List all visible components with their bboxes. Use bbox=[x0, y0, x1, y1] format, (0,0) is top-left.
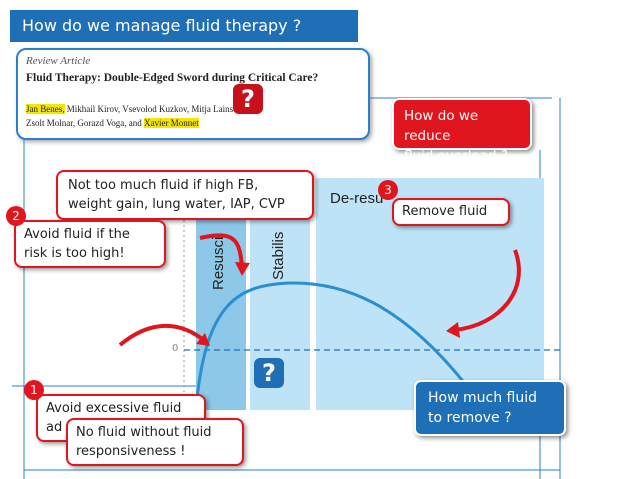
fluid-balance-callout: Not too much fluid if high FB, weight ga… bbox=[56, 170, 314, 220]
step1-line1: Avoid excessive fluid bbox=[46, 401, 182, 416]
arrow-into-stabilisation bbox=[199, 233, 244, 269]
step2-line2: risk is too high! bbox=[24, 246, 125, 261]
review-article-heading: Fluid Therapy: Double-Edged Sword during… bbox=[26, 72, 319, 84]
arrow-head bbox=[446, 322, 460, 338]
step3-remove-fluid-callout: Remove fluid bbox=[392, 198, 510, 226]
how-much-remove-box: How much fluid to remove ? bbox=[414, 380, 566, 436]
step1-number-badge: 1 bbox=[24, 380, 44, 400]
step2-line1: Avoid fluid if the bbox=[24, 227, 130, 242]
phase-label-resuscitation: Resusci bbox=[210, 236, 227, 290]
review-article-label: Review Article bbox=[26, 55, 91, 67]
author-highlight: Jan Benes, bbox=[26, 104, 65, 114]
remove-box-line1: How much fluid bbox=[428, 390, 537, 406]
no-fluid-line1: No fluid without fluid bbox=[76, 425, 212, 440]
author-plain: Mikhail Kirov, Vsevolod Kuzkov, Mitja La… bbox=[64, 104, 248, 114]
step3-number-badge: 3 bbox=[378, 180, 398, 200]
review-article-authors: Jan Benes, Mikhail Kirov, Vsevolod Kuzko… bbox=[26, 102, 356, 130]
remove-box-line2: to remove ? bbox=[428, 410, 512, 426]
step1-line2: ad bbox=[46, 420, 63, 435]
arrow-to-deresuscitation bbox=[454, 249, 521, 332]
fb-callout-line1: Not too much fluid if high FB, bbox=[68, 178, 259, 193]
arrow-into-resuscitation bbox=[118, 323, 208, 347]
no-fluid-line2: responsiveness ! bbox=[76, 444, 186, 459]
phase-label-stabilisation: Stabilis bbox=[270, 231, 287, 280]
arrow-head bbox=[235, 262, 250, 276]
review-article-card: Review Article Fluid Therapy: Double-Edg… bbox=[16, 48, 370, 140]
step2-callout: Avoid fluid if the risk is too high! bbox=[14, 220, 166, 268]
fb-callout-line2: weight gain, lung water, IAP, CVP bbox=[68, 197, 285, 212]
authors-line-1: Jan Benes, Mikhail Kirov, Vsevolod Kuzko… bbox=[26, 102, 356, 116]
author-plain: Zsolt Molnar, Gorazd Voga, and bbox=[26, 118, 145, 128]
step2-number-badge: 2 bbox=[6, 206, 26, 226]
slide-title: How do we manage fluid therapy ? bbox=[10, 10, 358, 42]
fluid-balance-curve bbox=[194, 281, 472, 411]
axis-zero-label: 0 bbox=[172, 343, 179, 354]
reduce-overload-box: How do we reduce fluid overload ? bbox=[392, 98, 532, 164]
question-mark-blue: ? bbox=[254, 358, 284, 388]
authors-line-2: Zsolt Molnar, Gorazd Voga, and Xavier Mo… bbox=[26, 116, 356, 130]
reduce-overload-line2: fluid overload ? bbox=[404, 148, 509, 164]
author-highlight: Xavier Monnet bbox=[144, 118, 199, 128]
reduce-overload-line1: How do we reduce bbox=[404, 108, 479, 144]
phase-label-deresuscitation: De-resu bbox=[330, 190, 384, 207]
question-mark-red: ? bbox=[233, 84, 263, 114]
no-fluid-callout: No fluid without fluid responsiveness ! bbox=[66, 418, 244, 466]
phase-resuscitation-band bbox=[196, 200, 246, 410]
arrow-head bbox=[196, 333, 210, 346]
